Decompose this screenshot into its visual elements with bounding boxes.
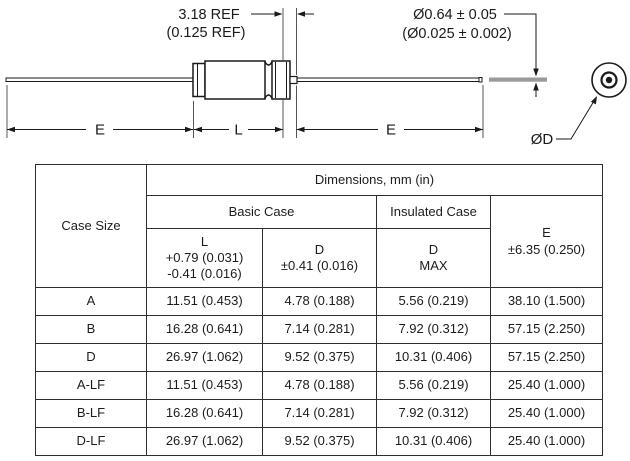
lead-weld-nub	[289, 75, 298, 85]
l-header-tol-plus: +0.79 (0.031)	[165, 249, 244, 265]
lead-dia-dim-line1: Ø0.64 ± 0.05	[413, 7, 497, 23]
cell-d: 9.52 (0.375)	[262, 427, 377, 456]
end-view-circle	[591, 62, 627, 98]
ref-dim-line2: (0.125 REF)	[167, 25, 246, 41]
cell-l: 26.97 (1.062)	[146, 427, 263, 456]
cell-e: 25.40 (1.000)	[490, 427, 603, 456]
lead-dia-dim-line2: (Ø0.025 ± 0.002)	[402, 26, 512, 42]
cell-case: B	[35, 315, 147, 344]
cell-e: 57.15 (2.250)	[490, 343, 603, 372]
table-row: B 16.28 (0.641) 7.14 (0.281) 7.92 (0.312…	[35, 315, 603, 344]
cell-d-ins: 7.92 (0.312)	[376, 315, 491, 344]
component-drawing: 3.18 REF (0.125 REF) Ø0.64 ± 0.05 (Ø0.02…	[5, 7, 627, 148]
table-row: D 26.97 (1.062) 9.52 (0.375) 10.31 (0.40…	[35, 343, 603, 372]
d-basic-column-header: D ±0.41 (0.016)	[262, 228, 377, 288]
table-title: Dimensions, mm (in)	[146, 164, 603, 196]
d-insulated-max: MAX	[419, 258, 448, 273]
e-column-header: E ±6.35 (0.250)	[490, 195, 603, 288]
cell-d: 7.14 (0.281)	[262, 315, 377, 344]
extension-lines	[6, 8, 484, 138]
cell-d-ins: 7.92 (0.312)	[376, 399, 491, 428]
table-row: D-LF 26.97 (1.062) 9.52 (0.375) 10.31 (0…	[35, 427, 603, 456]
l-header-symbol: L	[200, 233, 209, 249]
case-size-header: Case Size	[35, 164, 147, 288]
cell-case: B-LF	[35, 399, 147, 428]
cell-e: 57.15 (2.250)	[490, 315, 603, 344]
d-basic-symbol: D	[314, 241, 325, 257]
cell-d: 7.14 (0.281)	[262, 399, 377, 428]
l-column-header: L +0.79 (0.031) -0.41 (0.016)	[146, 228, 263, 288]
d-basic-tolerance: ±0.41 (0.016)	[280, 258, 359, 273]
lead-wire-left	[5, 77, 194, 82]
cell-d: 4.78 (0.188)	[262, 287, 377, 316]
cell-l: 11.51 (0.453)	[146, 371, 263, 400]
cell-e: 25.40 (1.000)	[490, 371, 603, 400]
dim-label-l: L	[234, 122, 242, 139]
table-row: B-LF 16.28 (0.641) 7.14 (0.281) 7.92 (0.…	[35, 399, 603, 428]
cell-l: 16.28 (0.641)	[146, 399, 263, 428]
cell-l: 11.51 (0.453)	[146, 287, 263, 316]
dimensions-table: Case Size Dimensions, mm (in) Basic Case…	[35, 164, 603, 456]
cell-e: 25.40 (1.000)	[490, 399, 603, 428]
e-header-tolerance: ±6.35 (0.250)	[507, 241, 586, 257]
cell-case: A-LF	[35, 371, 147, 400]
d-insulated-symbol: D	[428, 241, 439, 257]
lead-wire-right	[296, 77, 483, 83]
cell-d-ins: 10.31 (0.406)	[376, 343, 491, 372]
dim-label-e-right: E	[386, 122, 396, 139]
table-row: A 11.51 (0.453) 4.78 (0.188) 5.56 (0.219…	[35, 287, 603, 316]
cell-case: A	[35, 287, 147, 316]
cell-case: D	[35, 343, 147, 372]
dim-label-d: ØD	[531, 131, 554, 148]
cell-d-ins: 5.56 (0.219)	[376, 371, 491, 400]
cell-d: 9.52 (0.375)	[262, 343, 377, 372]
lead-diameter-segment	[489, 77, 547, 82]
cell-l: 16.28 (0.641)	[146, 315, 263, 344]
cell-case: D-LF	[35, 427, 147, 456]
basic-case-header: Basic Case	[146, 195, 377, 229]
capacitor-body	[192, 60, 298, 100]
d-insulated-column-header: D MAX	[376, 228, 491, 288]
l-header-tol-minus: -0.41 (0.016)	[167, 266, 242, 282]
insulated-case-header: Insulated Case	[376, 195, 491, 229]
cell-l: 26.97 (1.062)	[146, 343, 263, 372]
cell-d: 4.78 (0.188)	[262, 371, 377, 400]
cell-e: 38.10 (1.500)	[490, 287, 603, 316]
table-row: A-LF 11.51 (0.453) 4.78 (0.188) 5.56 (0.…	[35, 371, 603, 400]
cell-d-ins: 5.56 (0.219)	[376, 287, 491, 316]
e-header-symbol: E	[542, 225, 551, 241]
dimension-arrowheads	[7, 11, 597, 133]
cell-d-ins: 10.31 (0.406)	[376, 427, 491, 456]
dim-label-e-left: E	[95, 122, 105, 139]
ref-dim-line1: 3.18 REF	[178, 7, 239, 23]
